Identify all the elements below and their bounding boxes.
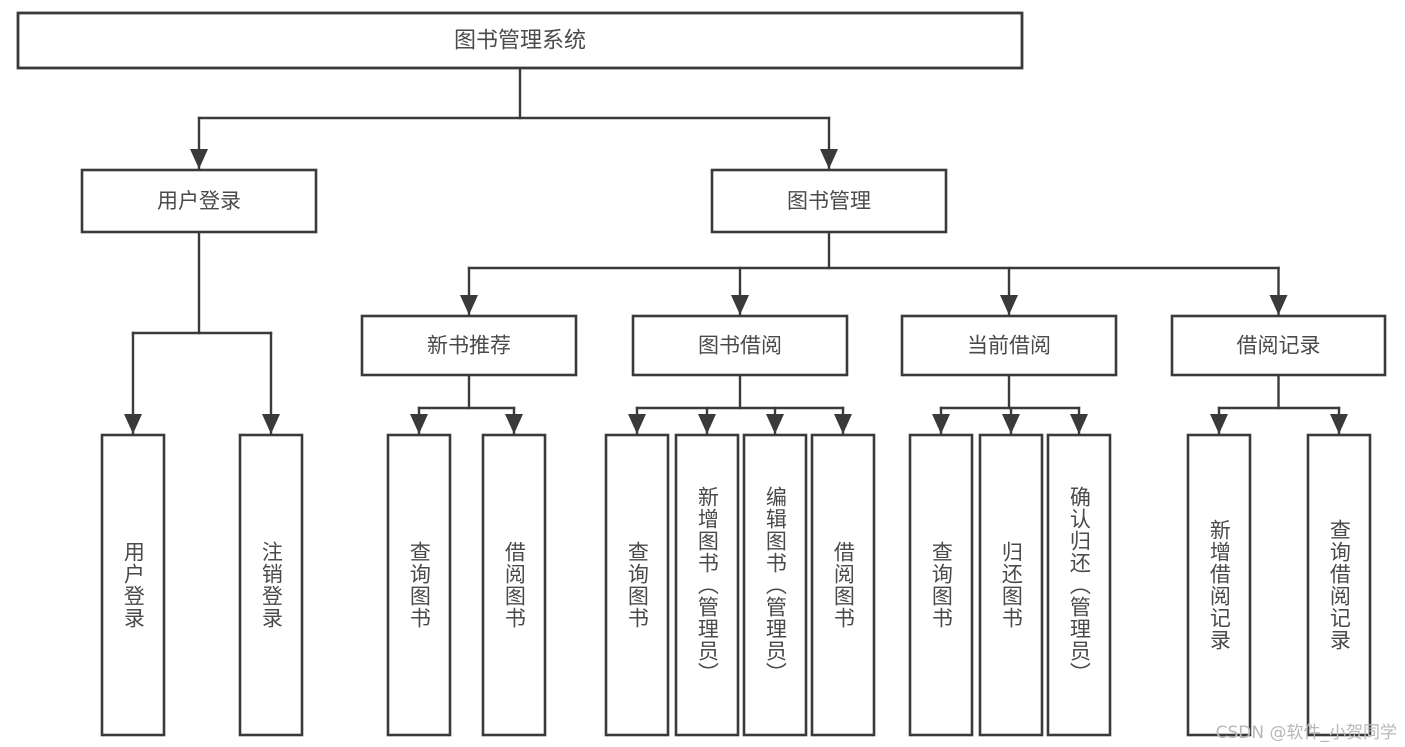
level3-node-label-book-borrow: 图书借阅 [698,334,782,358]
arrow-head-icon [1210,414,1228,434]
level2-node-box-user-login[interactable] [80,168,318,234]
level3-node-box-current-borrow[interactable] [900,314,1118,377]
arrow-head-icon [932,414,950,434]
leaf-node-box-leaf-borrow-book-2[interactable] [810,433,876,737]
arrow-head-icon [190,149,208,169]
leaf-node-box-leaf-user-login[interactable] [100,433,166,737]
level3-node-label-current-borrow: 当前借阅 [967,334,1051,358]
box-layer [16,11,1387,737]
arrow-head-icon [834,414,852,434]
level3-node-box-book-borrow[interactable] [631,314,849,377]
leaf-node-box-leaf-query-record[interactable] [1306,433,1372,737]
leaf-node-box-leaf-return-book[interactable] [978,433,1044,737]
arrow-head-icon [1002,414,1020,434]
leaf-node-box-leaf-add-record[interactable] [1186,433,1252,737]
level2-node-label-book-manage: 图书管理 [787,189,871,213]
arrow-head-icon [1000,295,1018,315]
leaf-node-box-leaf-borrow-book-1[interactable] [481,433,547,737]
arrow-head-icon [820,149,838,169]
level2-node-box-book-manage[interactable] [710,168,948,234]
arrow-head-icon [1269,295,1288,315]
leaf-node-box-leaf-add-book[interactable] [674,433,740,737]
arrow-head-icon [460,295,478,315]
leaf-node-box-leaf-edit-book[interactable] [742,433,808,737]
arrow-head-icon [731,295,749,315]
leaf-node-box-leaf-query-book-3[interactable] [908,433,974,737]
connector-layer [124,66,1348,436]
arrow-head-icon [766,414,784,434]
arrow-head-icon [410,414,428,434]
root-node-label: 图书管理系统 [454,29,586,54]
arrow-head-icon [262,414,280,434]
arrow-head-icon [505,414,523,434]
leaf-node-box-leaf-confirm-return[interactable] [1046,433,1112,737]
leaf-node-box-leaf-query-book-2[interactable] [604,433,670,737]
level3-node-box-new-book-recommend[interactable] [360,314,578,377]
arrow-head-icon [1070,414,1088,434]
arrow-head-icon [1330,414,1348,434]
level3-node-box-borrow-record[interactable] [1170,314,1387,377]
leaf-node-box-leaf-query-book-1[interactable] [386,433,452,737]
level2-node-label-user-login: 用户登录 [157,189,241,213]
level3-node-label-new-book-recommend: 新书推荐 [427,334,511,358]
arrow-head-icon [628,414,646,434]
level3-node-label-borrow-record: 借阅记录 [1237,334,1321,358]
arrow-head-icon [698,414,716,434]
root-node-box[interactable] [16,11,1024,70]
arrow-head-icon [124,414,142,434]
leaf-node-box-leaf-user-logout[interactable] [238,433,304,737]
